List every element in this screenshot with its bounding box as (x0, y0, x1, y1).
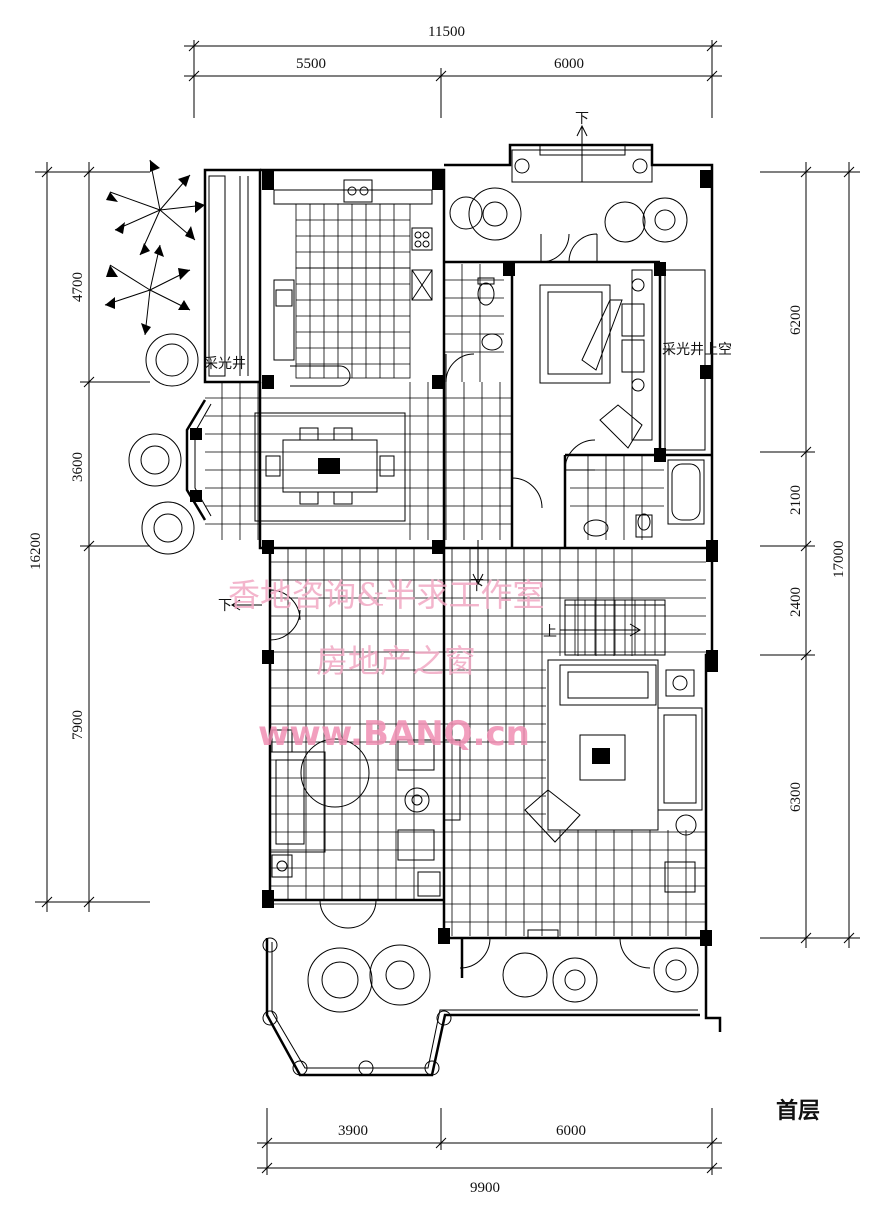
doors (269, 233, 651, 969)
dim-right-total: 17000 (831, 541, 847, 579)
watermark-line2: 房地产之窗 (316, 642, 476, 680)
dim-right-c: 2400 (788, 587, 804, 617)
tile-grids (205, 203, 706, 936)
light-well-label: 采光井 (204, 356, 246, 372)
light-well-void-label: 采光井上空 (662, 342, 732, 358)
palm-tree-1 (106, 159, 206, 256)
watermark-line1: 香地咨询&半求工作室 (228, 576, 545, 614)
dim-bottom-left: 3900 (338, 1123, 368, 1139)
down-arrow-label-mid: 下 (470, 578, 484, 594)
dim-left-a: 4700 (70, 272, 86, 302)
palm-tree-2 (104, 244, 191, 336)
dim-top-total: 11500 (428, 24, 465, 40)
down-arrow-label-top: 下 (575, 111, 589, 127)
room-labels: 采光井 采光井上空 下 下 下 上 首层 (204, 111, 820, 1124)
bottom-dimensions: 3900 6000 9900 (257, 1108, 722, 1196)
watermark-url: www.BANQ.cn (258, 714, 530, 754)
kitchen-tiles (295, 203, 411, 379)
down-arrow-mid (472, 540, 484, 586)
down-arrow-top (576, 124, 588, 182)
stair-up-arrow (560, 623, 641, 637)
shrubs (128, 187, 699, 1013)
top-dimensions: 11500 5500 6000 (184, 24, 722, 118)
floor-title: 首层 (776, 1098, 820, 1124)
dim-top-left: 5500 (296, 56, 326, 72)
dim-left-b: 3600 (70, 452, 86, 482)
down-arrow-label-left: 下 (218, 598, 232, 614)
dim-left-total: 16200 (28, 533, 44, 571)
dim-left-c: 7900 (70, 710, 86, 740)
right-dimensions: 6200 2100 2400 6300 17000 (760, 162, 860, 948)
left-dimensions: 16200 4700 3600 7900 (28, 162, 150, 912)
up-arrow-label: 上 (543, 624, 557, 640)
dim-bottom-right: 6000 (556, 1123, 586, 1139)
dim-bottom-total: 9900 (470, 1180, 500, 1196)
dim-right-d: 6300 (788, 782, 804, 812)
dim-right-a: 6200 (788, 305, 804, 335)
down-arrow-left (231, 599, 262, 611)
watermark: 香地咨询&半求工作室 房地产之窗 www.BANQ.cn (228, 576, 545, 754)
dim-right-b: 2100 (788, 485, 804, 515)
dim-top-right: 6000 (554, 56, 584, 72)
columns (190, 170, 718, 946)
vegetation (104, 159, 699, 1013)
bath-tiles (444, 264, 664, 540)
hall-tiles (270, 548, 706, 936)
dining-tiles (205, 382, 512, 540)
